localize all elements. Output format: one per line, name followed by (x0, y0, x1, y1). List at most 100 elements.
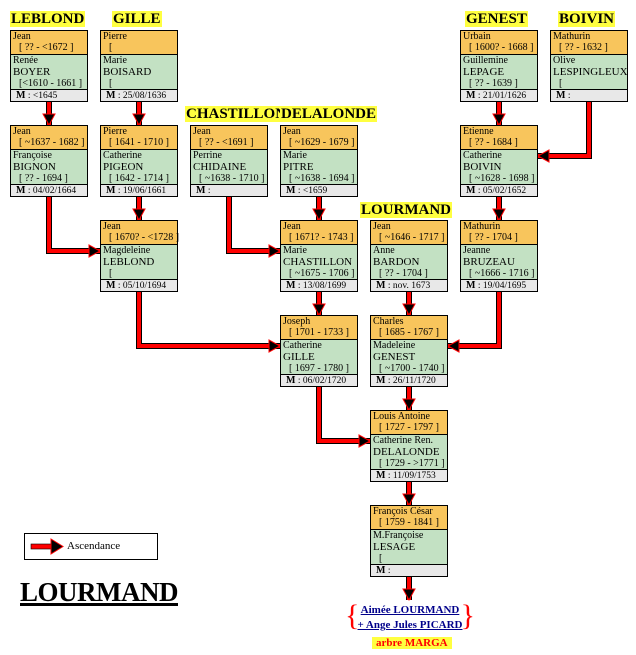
wife-section: Marie BOISARD [ (101, 55, 177, 90)
wife-first-name: Catherine (283, 340, 322, 351)
marriage-date: : 06/02/1720 (297, 376, 347, 386)
husband-name: Jean (193, 126, 211, 137)
couple-box[interactable]: Jean [ ~1629 - 1679 ] Marie PITRE [ ~163… (280, 125, 358, 197)
marriage-date: : 05/02/1652 (477, 186, 527, 196)
wife-section: Perrine CHIDAINE [ ~1638 - 1710 ] (191, 150, 267, 185)
couple-box[interactable]: Etienne [ ?? - 1684 ] Catherine BOIVIN [… (460, 125, 538, 197)
family-label-gille: GILLE (112, 11, 162, 27)
descendant-link-aimee[interactable]: Aimée LOURMAND (360, 604, 460, 616)
husband-name: Pierre (103, 31, 127, 42)
page-title: LOURMAND (20, 577, 179, 607)
couple-box[interactable]: François César [ 1759 - 1841 ] M.Françoi… (370, 505, 448, 577)
family-label-boivin: BOIVIN (558, 11, 616, 27)
ascendance-arrow (132, 101, 146, 127)
left-brace: { (345, 599, 360, 632)
husband-name: Mathurin (463, 221, 501, 232)
wife-dates: [ (559, 78, 563, 89)
ascendance-arrow (492, 196, 506, 222)
wife-first-name: Marie (283, 150, 307, 161)
marriage-row: M : 19/04/1695 (461, 280, 537, 291)
husband-dates: [ 1670? - <1728 ] (109, 232, 180, 243)
wife-first-name: Guillemine (463, 55, 508, 66)
husband-name: Jean (13, 126, 31, 137)
couple-box[interactable]: Mathurin [ ?? - 1704 ] Jeanne BRUZEAU [ … (460, 220, 538, 292)
couple-box[interactable]: Jean [ 1671? - 1743 ] Marie CHASTILLON [… (280, 220, 358, 292)
wife-last-name: PITRE (283, 161, 314, 173)
wife-first-name: Anne (373, 245, 395, 256)
husband-section: Jean [ ~1646 - 1717 ] (371, 221, 447, 245)
husband-dates: [ ?? - <1691 ] (199, 137, 254, 148)
husband-dates: [ ?? - 1704 ] (469, 232, 518, 243)
husband-dates: [ ?? - <1672 ] (19, 42, 74, 53)
husband-section: Jean [ 1670? - <1728 ] (101, 221, 180, 245)
wife-section: Catherine BOIVIN [ ~1628 - 1698 ] (461, 150, 537, 185)
ascendance-arrow (132, 196, 146, 222)
marriage-date: : 26/11/1720 (387, 376, 436, 386)
marriage-date: : 21/01/1626 (477, 91, 527, 101)
couple-box[interactable]: Jean [ ~1637 - 1682 ] Françoise BIGNON [… (10, 125, 88, 197)
ascendance-arrow (402, 386, 416, 412)
husband-dates: [ (109, 42, 113, 53)
wife-first-name: Marie (283, 245, 307, 256)
couple-box[interactable]: Charles [ 1685 - 1767 ] Madeleine GENEST… (370, 315, 448, 387)
ascendance-arrow (446, 291, 502, 353)
wife-section: Marie PITRE [ ~1638 - 1694 ] (281, 150, 357, 185)
marriage-label: M (286, 185, 296, 196)
marriage-date: : 13/08/1699 (297, 281, 347, 291)
husband-section: François César [ 1759 - 1841 ] (371, 506, 447, 530)
wife-section: Catherine Ren. DELALONDE [ 1729 - >1771 … (371, 435, 447, 470)
husband-dates: [ 1600? - 1668 ] (469, 42, 534, 53)
couple-box[interactable]: Joseph [ 1701 - 1733 ] Catherine GILLE [… (280, 315, 358, 387)
marriage-row: M : nov. 1673 (371, 280, 447, 291)
husband-name: Charles (373, 316, 404, 327)
couple-box[interactable]: Jean [ ?? - <1672 ] Renée BOYER [<1610 -… (10, 30, 88, 102)
marriage-date: : nov. 1673 (387, 281, 431, 291)
marriage-row: M : (551, 90, 627, 101)
descendant-link-ange-jules[interactable]: + Ange Jules PICARD (357, 619, 463, 631)
couple-box[interactable]: Pierre [ Marie BOISARD [ M : 25/08/1636 (100, 30, 178, 102)
wife-first-name: Françoise (13, 150, 52, 161)
marriage-row: M : 19/06/1661 (101, 185, 177, 196)
marriage-label: M (466, 90, 476, 101)
legend: Ascendance (24, 533, 158, 560)
husband-name: Jean (283, 221, 301, 232)
marriage-date: : 05/10/1694 (117, 281, 167, 291)
marriage-date: : <1659 (297, 186, 328, 196)
wife-section: Catherine GILLE [ 1697 - 1780 ] (281, 340, 357, 375)
couple-box[interactable]: Jean [ ~1646 - 1717 ] Anne BARDON [ ?? -… (370, 220, 448, 292)
wife-last-name: CHASTILLON (283, 256, 353, 268)
ascendance-arrow (136, 291, 282, 353)
couple-box[interactable]: Jean [ 1670? - <1728 ] Magdeleine LEBLON… (100, 220, 180, 292)
wife-dates: [ ?? - 1694 ] (19, 173, 68, 184)
wife-section: Catherine PIGEON [ 1642 - 1714 ] (101, 150, 177, 185)
couple-box[interactable]: Mathurin [ ?? - 1632 ] Olive LESPINGLEUX… (550, 30, 628, 102)
couple-box[interactable]: Jean [ ?? - <1691 ] Perrine CHIDAINE [ ~… (190, 125, 268, 197)
wife-dates: [ ?? - 1704 ] (379, 268, 428, 279)
wife-section: M.Françoise LESAGE [ (371, 530, 447, 565)
wife-dates: [ ~1700 - 1740 ] (379, 363, 445, 374)
footer-tree-label[interactable]: arbre MARGA (372, 637, 452, 649)
marriage-row: M : 26/11/1720 (371, 375, 447, 386)
marriage-row: M : <1645 (11, 90, 87, 101)
marriage-label: M (376, 565, 386, 576)
couple-box[interactable]: Urbain [ 1600? - 1668 ] Guillemine LEPAG… (460, 30, 538, 102)
wife-last-name: CHIDAINE (193, 161, 247, 173)
ascendance-arrow (402, 576, 416, 602)
wife-last-name: LESAGE (373, 541, 416, 553)
wife-last-name: LEPAGE (463, 66, 505, 78)
marriage-label: M (106, 280, 116, 291)
descendants-links: { Aimée LOURMAND + Ange Jules PICARD } (345, 599, 475, 633)
wife-first-name: Olive (553, 55, 576, 66)
wife-last-name: PIGEON (103, 161, 144, 173)
husband-dates: [ ~1637 - 1682 ] (19, 137, 85, 148)
ascendance-arrow (402, 291, 416, 317)
couple-box[interactable]: Pierre [ 1641 - 1710 ] Catherine PIGEON … (100, 125, 178, 197)
marriage-label: M (106, 185, 116, 196)
husband-name: Jean (13, 31, 31, 42)
wife-last-name: BRUZEAU (463, 256, 515, 268)
husband-dates: [ ?? - 1684 ] (469, 137, 518, 148)
couple-box[interactable]: Louis Antoine [ 1727 - 1797 ] Catherine … (370, 410, 448, 482)
family-label-delalonde: DELALONDE (280, 106, 378, 122)
